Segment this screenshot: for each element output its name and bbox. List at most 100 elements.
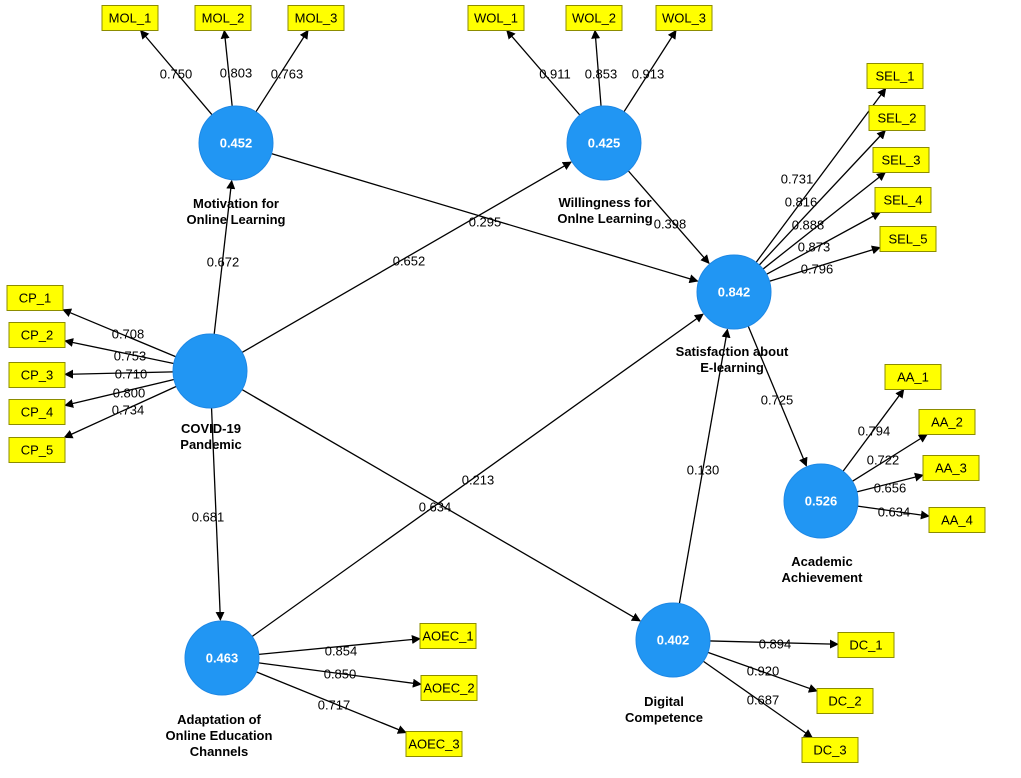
construct-name-line: Digital bbox=[644, 694, 684, 709]
indicator-box[interactable] bbox=[8, 437, 66, 463]
indicator-box[interactable] bbox=[6, 285, 64, 311]
indicator-aoec_1[interactable]: AOEC_1 bbox=[419, 623, 477, 649]
construct-circle[interactable] bbox=[635, 602, 711, 678]
path-coefficient-cp-wol: 0.652 bbox=[393, 253, 426, 268]
loading-value-sel_2: 0.816 bbox=[785, 194, 818, 209]
indicator-dc_2[interactable]: DC_2 bbox=[816, 688, 874, 714]
indicator-box[interactable] bbox=[879, 226, 937, 252]
indicator-aoec_3[interactable]: AOEC_3 bbox=[405, 731, 463, 757]
indicator-box[interactable] bbox=[872, 147, 930, 173]
indicator-box[interactable] bbox=[8, 362, 66, 388]
indicator-box[interactable] bbox=[928, 507, 986, 533]
indicator-box[interactable] bbox=[837, 632, 895, 658]
construct-name-line: Competence bbox=[625, 710, 703, 725]
indicator-box[interactable] bbox=[655, 5, 713, 31]
construct-circle[interactable] bbox=[566, 105, 642, 181]
indicator-aa_1[interactable]: AA_1 bbox=[884, 364, 942, 390]
indicator-cp_1[interactable]: CP_1 bbox=[6, 285, 64, 311]
indicator-label: AA_2 bbox=[931, 414, 963, 429]
indicator-box[interactable] bbox=[8, 399, 66, 425]
indicator-label: CP_1 bbox=[19, 290, 52, 305]
indicator-label: AA_1 bbox=[897, 369, 929, 384]
path-arrow-dc-sel bbox=[678, 328, 731, 604]
indicator-label: CP_5 bbox=[21, 442, 54, 457]
construct-circle[interactable] bbox=[783, 463, 859, 539]
loading-value-aa_1: 0.794 bbox=[858, 423, 891, 438]
indicator-box[interactable] bbox=[801, 737, 859, 763]
indicator-mol_1[interactable]: MOL_1 bbox=[101, 5, 159, 31]
loading-value-aa_4: 0.634 bbox=[878, 504, 911, 519]
loading-value-wol_2: 0.853 bbox=[585, 66, 618, 81]
indicator-dc_3[interactable]: DC_3 bbox=[801, 737, 859, 763]
construct-circle[interactable] bbox=[198, 105, 274, 181]
path-coefficient-dc-sel: 0.130 bbox=[687, 462, 720, 477]
indicator-dc_1[interactable]: DC_1 bbox=[837, 632, 895, 658]
indicator-box[interactable] bbox=[405, 731, 463, 757]
indicator-cp_2[interactable]: CP_2 bbox=[8, 322, 66, 348]
indicator-label: SEL_4 bbox=[883, 192, 922, 207]
indicator-box[interactable] bbox=[874, 187, 932, 213]
indicator-box[interactable] bbox=[287, 5, 345, 31]
indicator-box[interactable] bbox=[419, 623, 477, 649]
path-coefficient-sel-aa: 0.725 bbox=[761, 392, 794, 407]
indicator-box[interactable] bbox=[816, 688, 874, 714]
indicator-sel_5[interactable]: SEL_5 bbox=[879, 226, 937, 252]
indicator-aa_2[interactable]: AA_2 bbox=[918, 409, 976, 435]
indicator-label: AA_4 bbox=[941, 512, 973, 527]
indicator-box[interactable] bbox=[194, 5, 252, 31]
construct-circle[interactable] bbox=[184, 620, 260, 696]
indicator-sel_1[interactable]: SEL_1 bbox=[866, 63, 924, 89]
indicator-box[interactable] bbox=[101, 5, 159, 31]
indicator-box[interactable] bbox=[884, 364, 942, 390]
path-coefficient-cp-aoec: 0.681 bbox=[192, 509, 225, 524]
indicator-box[interactable] bbox=[922, 455, 980, 481]
indicator-label: WOL_1 bbox=[474, 10, 518, 25]
indicator-aa_4[interactable]: AA_4 bbox=[928, 507, 986, 533]
loading-value-sel_5: 0.796 bbox=[801, 261, 834, 276]
construct-circle[interactable] bbox=[696, 254, 772, 330]
indicator-label: CP_3 bbox=[21, 367, 54, 382]
path-arrow-cp-aoec bbox=[210, 407, 225, 621]
indicator-cp_3[interactable]: CP_3 bbox=[8, 362, 66, 388]
loading-value-cp_2: 0.753 bbox=[114, 348, 147, 363]
indicator-wol_3[interactable]: WOL_3 bbox=[655, 5, 713, 31]
loading-arrow-mol_3 bbox=[255, 29, 309, 113]
loading-arrow-wol_2 bbox=[591, 29, 602, 107]
indicator-sel_3[interactable]: SEL_3 bbox=[872, 147, 930, 173]
indicator-sel_4[interactable]: SEL_4 bbox=[874, 187, 932, 213]
path-coefficient-mol-sel: 0.295 bbox=[469, 214, 502, 229]
indicator-aa_3[interactable]: AA_3 bbox=[922, 455, 980, 481]
indicator-mol_3[interactable]: MOL_3 bbox=[287, 5, 345, 31]
loading-arrow-dc_3 bbox=[702, 660, 813, 739]
indicator-box[interactable] bbox=[420, 675, 478, 701]
indicator-box[interactable] bbox=[467, 5, 525, 31]
indicator-label: CP_2 bbox=[21, 327, 54, 342]
indicator-label: AOEC_1 bbox=[422, 628, 473, 643]
indicator-aoec_2[interactable]: AOEC_2 bbox=[420, 675, 478, 701]
loading-arrow-sel_5 bbox=[769, 245, 881, 282]
indicator-sel_2[interactable]: SEL_2 bbox=[868, 105, 926, 131]
indicator-wol_2[interactable]: WOL_2 bbox=[565, 5, 623, 31]
indicator-box[interactable] bbox=[565, 5, 623, 31]
indicator-box[interactable] bbox=[866, 63, 924, 89]
indicator-box[interactable] bbox=[868, 105, 926, 131]
construct-circle[interactable] bbox=[172, 333, 248, 409]
indicator-wol_1[interactable]: WOL_1 bbox=[467, 5, 525, 31]
indicator-mol_2[interactable]: MOL_2 bbox=[194, 5, 252, 31]
path-arrow-cp-mol bbox=[213, 179, 236, 335]
indicator-box[interactable] bbox=[918, 409, 976, 435]
indicator-cp_4[interactable]: CP_4 bbox=[8, 399, 66, 425]
indicator-cp_5[interactable]: CP_5 bbox=[8, 437, 66, 463]
indicator-label: SEL_3 bbox=[881, 152, 920, 167]
indicator-box[interactable] bbox=[8, 322, 66, 348]
r-squared-value: 0.452 bbox=[220, 135, 253, 150]
